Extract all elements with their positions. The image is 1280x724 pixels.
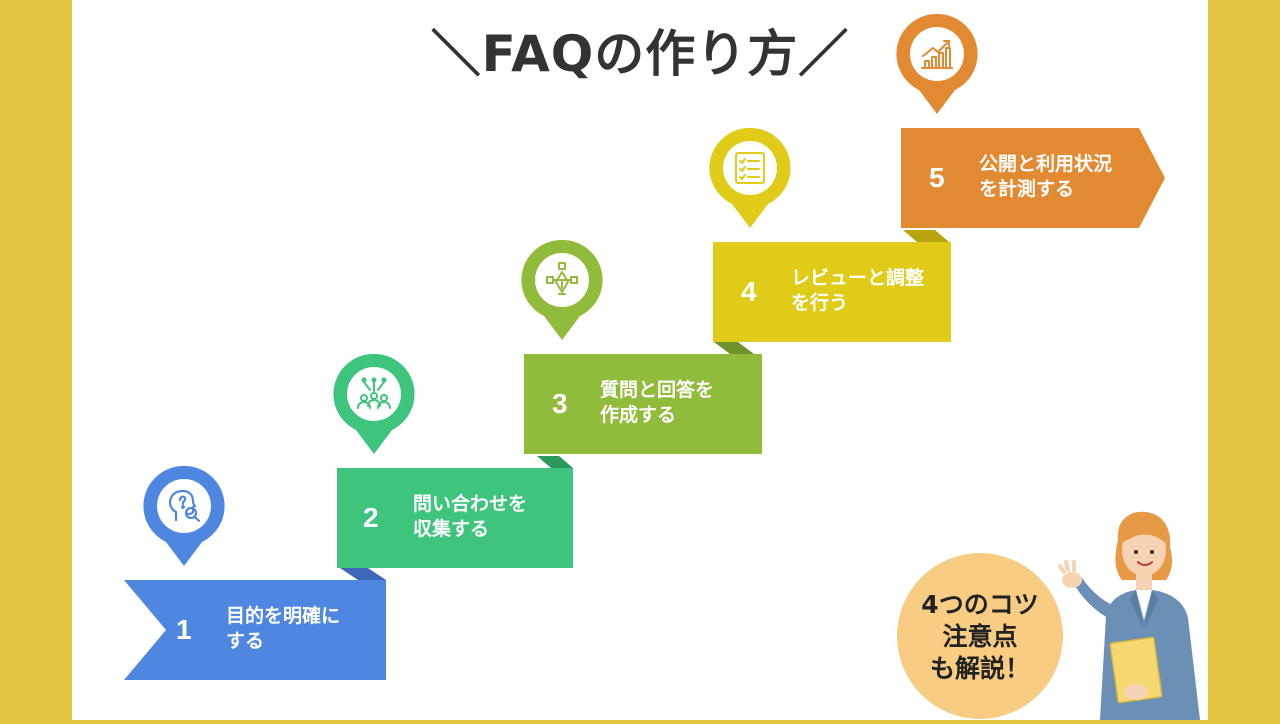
step-4-pin [706,124,794,236]
step-2: 2 問い合わせを 収集する [337,456,573,568]
step-2-label: 問い合わせを 収集する [413,493,528,540]
step-5-ribbon [901,128,1165,228]
step-4-number: 4 [741,276,757,307]
step-1-ribbon [124,568,386,680]
step-5-label: 公開と利用状況 を計測する [979,153,1113,200]
group-network-icon [357,377,391,409]
step-3-ribbon [524,342,762,454]
step-4-ribbon [713,230,951,342]
tips-text: 4つのコツ 注意点 も解説！ [921,590,1039,683]
step-4: 4 レビューと調整 を行う [713,230,951,342]
checklist-icon [735,152,765,184]
step-3-number: 3 [552,388,568,419]
pen-tool-icon [546,262,578,295]
step-2-pin [330,350,418,462]
step-1: 1 目的を明確に する [124,568,386,680]
step-1-number: 1 [176,614,192,645]
step-3: 3 質問と回答を 作成する [524,342,762,454]
step-4-label: レビューと調整 を行う [791,267,925,314]
head-question-icon [168,489,201,523]
step-3-pin [518,236,606,348]
page-title: ＼FAQの作り方／ [430,25,850,83]
step-1-label: 目的を明確に する [226,605,341,652]
step-5: 5 公開と利用状況 を計測する [901,128,1165,228]
growth-chart-icon [921,40,953,69]
step-2-ribbon [337,456,573,568]
tips-badge: 4つのコツ 注意点 も解説！ [897,553,1063,719]
step-5-pin [893,10,981,122]
step-5-number: 5 [929,162,945,193]
presenter-illustration [1040,500,1240,720]
step-2-number: 2 [363,502,379,533]
step-3-label: 質問と回答を 作成する [600,379,715,426]
step-1-pin [140,462,228,574]
